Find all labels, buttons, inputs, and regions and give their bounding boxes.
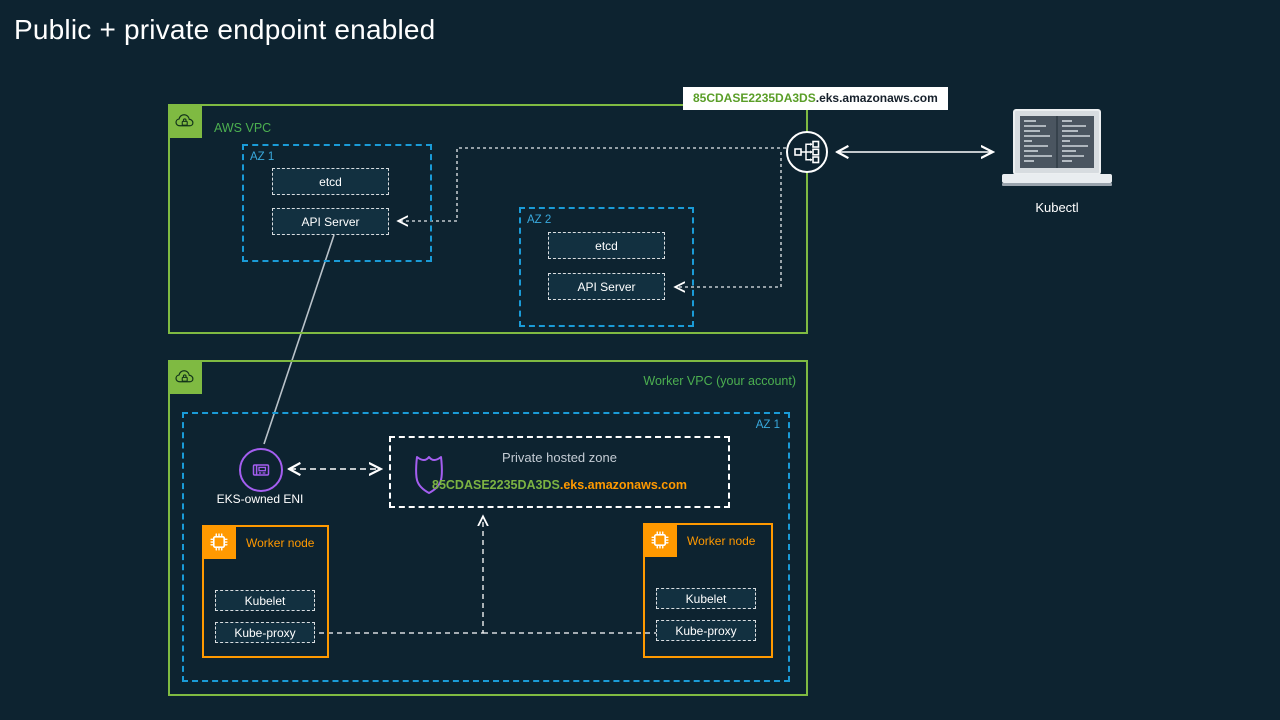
az-label: AZ 2 bbox=[527, 214, 552, 226]
etcd-box-az1[interactable]: etcd bbox=[272, 168, 389, 195]
worker-vpc-container: Worker VPC (your account) bbox=[168, 360, 808, 696]
api-server-box-az2[interactable]: API Server bbox=[548, 273, 665, 300]
laptop-icon bbox=[1002, 108, 1112, 190]
phz-domain-suffix: .eks.amazonaws.com bbox=[559, 478, 687, 492]
cloud-lock-icon bbox=[168, 360, 202, 394]
api-server-box-az1[interactable]: API Server bbox=[272, 208, 389, 235]
cluster-endpoint-chip: 85CDASE2235DA3DS.eks.amazonaws.com bbox=[683, 87, 948, 110]
cpu-chip-icon bbox=[643, 523, 677, 557]
phz-cluster-id: 85CDASE2235DA3DS bbox=[432, 478, 560, 492]
worker-node-left: Worker node bbox=[202, 525, 329, 658]
private-hosted-zone-title: Private hosted zone bbox=[502, 450, 617, 465]
eni-label: EKS-owned ENI bbox=[216, 492, 304, 506]
private-hosted-zone-box: Private hosted zone 85CDASE2235DA3DS.eks… bbox=[389, 436, 730, 508]
worker-node-label: Worker node bbox=[687, 534, 756, 548]
worker-node-label: Worker node bbox=[246, 536, 315, 550]
etcd-box-az2[interactable]: etcd bbox=[548, 232, 665, 259]
cloud-lock-icon bbox=[168, 104, 202, 138]
az-label: AZ 1 bbox=[250, 151, 275, 163]
worker-vpc-label: Worker VPC (your account) bbox=[643, 374, 796, 388]
aws-vpc-label: AWS VPC bbox=[214, 121, 272, 135]
cluster-endpoint-id: 85CDASE2235DA3DS bbox=[693, 91, 816, 105]
az-label: AZ 1 bbox=[755, 419, 780, 431]
worker-node-right: Worker node bbox=[643, 523, 773, 658]
kubectl-label: Kubectl bbox=[1035, 200, 1079, 215]
kube-proxy-box-right[interactable]: Kube-proxy bbox=[656, 620, 756, 641]
aws-vpc-az-2: AZ 2 bbox=[519, 207, 694, 327]
page-title: Public + private endpoint enabled bbox=[14, 14, 436, 45]
worker-vpc-az-1: AZ 1 bbox=[182, 412, 790, 682]
cluster-endpoint-suffix: .eks.amazonaws.com bbox=[815, 91, 938, 105]
kubelet-box-left[interactable]: Kubelet bbox=[215, 590, 315, 611]
kube-proxy-box-left[interactable]: Kube-proxy bbox=[215, 622, 315, 643]
private-hosted-zone-domain: 85CDASE2235DA3DS.eks.amazonaws.com bbox=[391, 478, 728, 492]
network-interface-icon[interactable] bbox=[239, 448, 283, 492]
aws-vpc-az-1: AZ 1 bbox=[242, 144, 432, 262]
network-load-balancer-icon[interactable] bbox=[785, 130, 829, 174]
route53-shield-icon bbox=[410, 450, 458, 498]
aws-vpc-container: AWS VPC bbox=[168, 104, 808, 334]
kubelet-box-right[interactable]: Kubelet bbox=[656, 588, 756, 609]
cpu-chip-icon bbox=[202, 525, 236, 559]
